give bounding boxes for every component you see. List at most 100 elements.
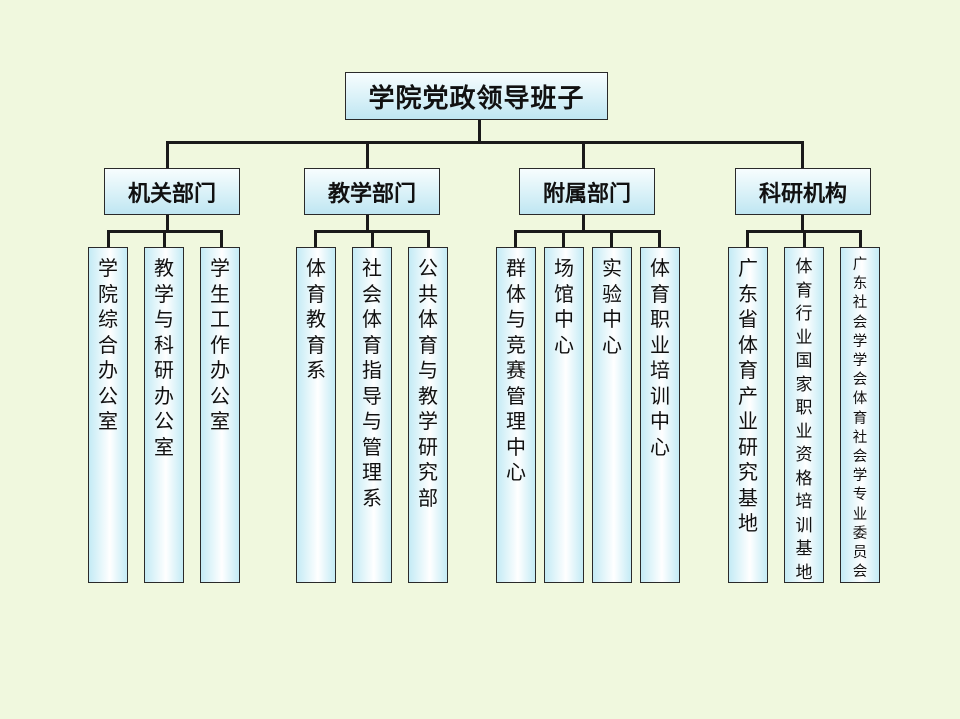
unit-label-char: 育	[852, 410, 868, 427]
unit-label-char: 体	[506, 281, 526, 306]
connector-line	[166, 141, 804, 144]
connector-line	[314, 230, 317, 247]
connector-line	[220, 230, 223, 247]
connector-line	[582, 141, 585, 168]
unit-label-char: 育	[418, 332, 438, 357]
unit-label-char: 验	[602, 281, 622, 306]
unit-label-char: 理	[506, 409, 526, 433]
unit-node: 群体与竞赛管理中心	[496, 247, 536, 583]
unit-node: 广东社会学学会体育社会学专业委员会	[840, 247, 880, 583]
unit-label-char: 生	[210, 281, 230, 306]
unit-label-char: 体	[306, 256, 326, 280]
unit-label-char: 学	[98, 256, 118, 280]
dept-node-affiliated: 附属部门	[519, 168, 655, 215]
unit-label-char: 格	[795, 468, 813, 489]
unit-label-char: 与	[154, 307, 174, 331]
unit-label-char: 室	[210, 409, 230, 433]
unit-label-char: 室	[154, 434, 174, 459]
unit-label-char: 系	[362, 485, 382, 510]
unit-node: 社会体育指导与管理系	[352, 247, 392, 583]
unit-label-char: 培	[795, 492, 813, 512]
unit-node: 广东省体育产业研究基地	[728, 247, 768, 583]
connector-line	[801, 141, 804, 168]
unit-label-char: 家	[795, 374, 813, 395]
unit-label-char: 指	[362, 358, 382, 382]
unit-label-char: 心	[554, 332, 574, 357]
unit-label-char: 业	[795, 327, 813, 348]
connector-line	[658, 230, 661, 247]
unit-label-char: 地	[795, 562, 813, 583]
connector-line	[427, 230, 430, 247]
unit-node: 实验中心	[592, 247, 632, 583]
unit-label-char: 究	[738, 460, 758, 484]
unit-label-char: 会	[362, 281, 382, 306]
unit-label-char: 会	[852, 314, 868, 331]
unit-label-char: 心	[650, 434, 670, 459]
unit-label-char: 理	[362, 460, 382, 484]
unit-label-char: 产	[738, 383, 758, 408]
unit-label-char: 体	[650, 256, 670, 280]
unit-label-char: 业	[650, 332, 670, 357]
unit-label-char: 育	[362, 332, 382, 357]
unit-label-char: 社	[852, 295, 868, 312]
unit-label-char: 办	[210, 358, 230, 382]
unit-node: 学生工作办公室	[200, 247, 240, 583]
unit-label-char: 员	[852, 545, 868, 562]
unit-node: 学院综合办公室	[88, 247, 128, 583]
unit-label-char: 行	[795, 304, 813, 324]
connector-line	[366, 141, 369, 168]
unit-label-char: 与	[362, 409, 382, 433]
unit-label-char: 学	[418, 409, 438, 433]
connector-line	[371, 230, 374, 247]
unit-label-char: 群	[506, 256, 526, 280]
unit-label-char: 工	[210, 307, 230, 331]
unit-label-char: 职	[650, 307, 670, 331]
unit-label-char: 办	[154, 383, 174, 408]
connector-line	[514, 230, 661, 233]
connector-line	[163, 230, 166, 247]
unit-label-char: 体	[738, 332, 758, 357]
unit-label-char: 管	[362, 434, 382, 459]
unit-label-char: 学	[852, 353, 868, 370]
connector-line	[166, 141, 169, 168]
dept-node-research: 科研机构	[735, 168, 871, 215]
unit-label-char: 中	[602, 307, 622, 331]
unit-label-char: 心	[602, 332, 622, 357]
unit-node: 公共体育与教学研究部	[408, 247, 448, 583]
unit-label-char: 会	[852, 372, 868, 389]
unit-label-char: 中	[506, 434, 526, 459]
unit-label-char: 体	[852, 391, 868, 408]
connector-line	[514, 230, 517, 247]
unit-label-char: 委	[852, 525, 868, 542]
connector-line	[107, 230, 110, 247]
unit-label-char: 公	[418, 256, 438, 280]
unit-label-char: 竞	[506, 332, 526, 357]
unit-label-char: 职	[795, 398, 813, 418]
connector-line	[166, 215, 169, 232]
unit-label-char: 办	[98, 358, 118, 382]
unit-label-char: 会	[852, 449, 868, 466]
unit-label-char: 学	[210, 256, 230, 280]
connector-line	[610, 230, 613, 247]
unit-label-char: 基	[795, 539, 813, 559]
unit-label-char: 究	[418, 460, 438, 484]
unit-label-char: 导	[362, 383, 382, 408]
unit-label-char: 体	[418, 307, 438, 331]
unit-label-char: 东	[738, 281, 758, 306]
unit-node: 体育职业培训中心	[640, 247, 680, 583]
unit-label-char: 育	[738, 358, 758, 382]
unit-label-char: 院	[98, 281, 118, 306]
root-node-leadership: 学院党政领导班子	[345, 72, 608, 120]
unit-label-char: 地	[738, 511, 758, 535]
unit-label-char: 东	[852, 276, 868, 293]
unit-label-char: 业	[738, 409, 758, 433]
unit-label-char: 共	[418, 281, 438, 306]
unit-label-char: 专	[852, 487, 868, 504]
unit-label-char: 部	[418, 485, 438, 510]
unit-label-char: 公	[210, 383, 230, 408]
unit-node: 场馆中心	[544, 247, 584, 583]
unit-label-char: 学	[154, 281, 174, 306]
unit-label-char: 训	[650, 383, 670, 408]
unit-label-char: 育	[306, 281, 326, 306]
